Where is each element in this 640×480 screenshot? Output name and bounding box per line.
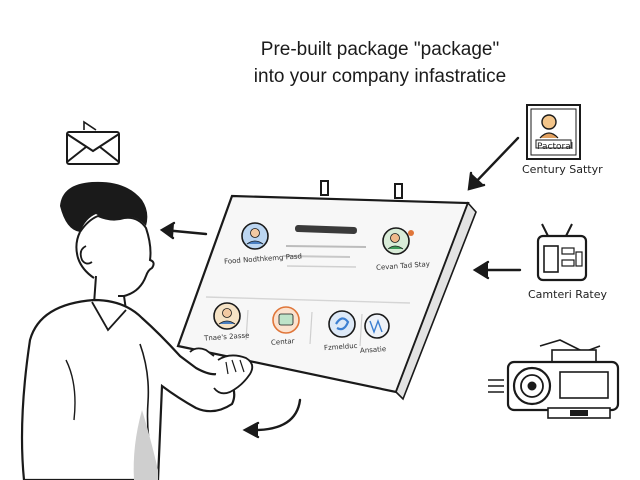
- mail-icon: [66, 120, 120, 165]
- headline-line-2: into your company infastratice: [253, 66, 507, 87]
- camera-machine-icon: [488, 339, 620, 419]
- card-avatar-2: [382, 227, 414, 255]
- display-board: [176, 180, 477, 401]
- card-avatar-4: [272, 306, 300, 334]
- headline-line-1: Pre-built package "package": [260, 39, 500, 60]
- card-label-4: Centar: [270, 337, 295, 347]
- right-item-label-2: Camteri Ratey: [528, 288, 608, 301]
- arrow-icon: [159, 136, 522, 439]
- card-avatar-6: [364, 313, 390, 339]
- card-avatar-1: [241, 222, 269, 250]
- card-avatar-3: [213, 302, 241, 330]
- robot-device-icon: [536, 223, 588, 282]
- clip-icon: [320, 180, 403, 199]
- card-avatar-5: [328, 310, 356, 338]
- right-item-label-1: Century Sattyr: [522, 163, 603, 176]
- person-card-badge: Pactoral: [537, 142, 574, 152]
- person-sketch: [20, 181, 254, 480]
- person-card-icon: [526, 104, 581, 160]
- headline: Pre-built package "package" into your co…: [200, 36, 560, 90]
